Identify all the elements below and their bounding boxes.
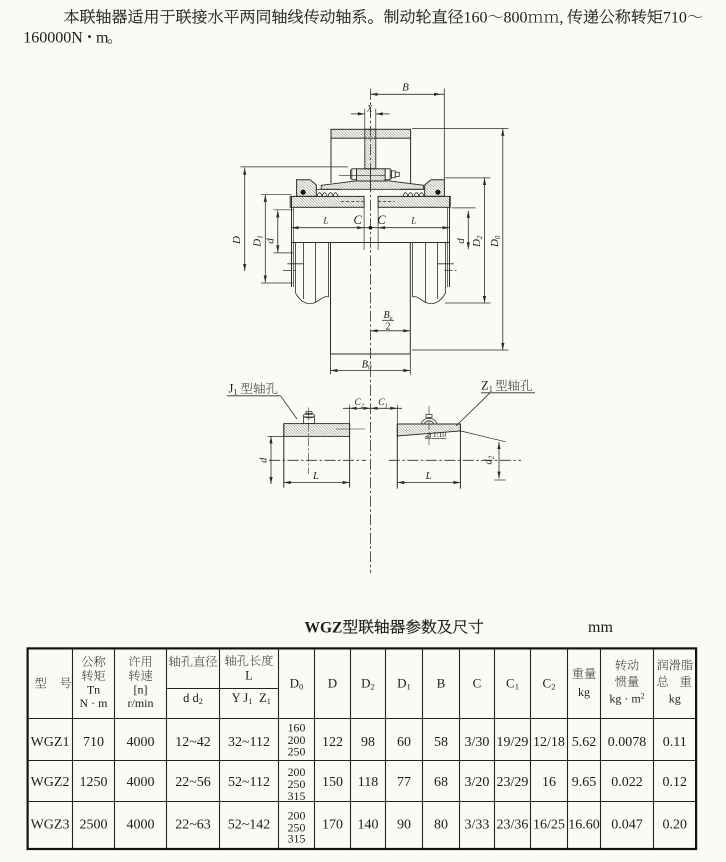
svg-text:d: d bbox=[258, 457, 269, 463]
svg-text:WGZ1: WGZ1 bbox=[31, 735, 70, 750]
svg-text:22~63: 22~63 bbox=[175, 818, 211, 833]
svg-text:16.60: 16.60 bbox=[568, 818, 600, 833]
svg-text:L: L bbox=[425, 471, 432, 482]
svg-text:23/36: 23/36 bbox=[497, 818, 529, 833]
svg-text:C: C bbox=[377, 213, 386, 227]
svg-text:WGZ: WGZ bbox=[305, 620, 343, 637]
svg-text:kg · m2: kg · m2 bbox=[609, 691, 644, 705]
svg-text:4000: 4000 bbox=[127, 735, 155, 750]
svg-text:2500: 2500 bbox=[80, 818, 108, 833]
svg-text:315: 315 bbox=[288, 832, 306, 846]
svg-text:77: 77 bbox=[397, 775, 411, 790]
svg-text:D: D bbox=[231, 236, 243, 245]
svg-text:d d2: d d2 bbox=[183, 691, 203, 706]
svg-text:710: 710 bbox=[663, 10, 687, 27]
svg-text:160: 160 bbox=[288, 721, 306, 735]
svg-text:d: d bbox=[264, 238, 276, 244]
svg-text:250: 250 bbox=[288, 821, 306, 835]
svg-text:12/18: 12/18 bbox=[533, 735, 565, 750]
svg-text:170: 170 bbox=[322, 818, 343, 833]
svg-text:80: 80 bbox=[434, 818, 448, 833]
svg-text:mm: mm bbox=[588, 619, 613, 636]
svg-text:32~112: 32~112 bbox=[228, 735, 270, 750]
svg-text:58: 58 bbox=[434, 735, 448, 750]
svg-text:B: B bbox=[402, 82, 409, 94]
svg-text:118: 118 bbox=[358, 775, 378, 790]
svg-text:52~112: 52~112 bbox=[228, 775, 270, 790]
svg-text:X: X bbox=[366, 104, 373, 114]
svg-text:4000: 4000 bbox=[127, 818, 155, 833]
svg-text:160: 160 bbox=[464, 10, 488, 27]
svg-text:52~142: 52~142 bbox=[228, 818, 271, 833]
svg-text:19/29: 19/29 bbox=[497, 735, 529, 750]
svg-text:L: L bbox=[410, 216, 416, 226]
svg-text:Tn: Tn bbox=[87, 683, 100, 697]
svg-text:WGZ3: WGZ3 bbox=[31, 818, 70, 833]
svg-text:0.047: 0.047 bbox=[611, 818, 643, 833]
svg-text:800: 800 bbox=[503, 10, 527, 27]
svg-text:L: L bbox=[312, 471, 319, 482]
svg-text:C2: C2 bbox=[354, 398, 364, 409]
svg-text:C: C bbox=[473, 676, 482, 691]
svg-text:200: 200 bbox=[288, 765, 306, 779]
svg-text:0.20: 0.20 bbox=[663, 818, 688, 833]
svg-text:WGZ2: WGZ2 bbox=[31, 775, 70, 790]
svg-text:3/33: 3/33 bbox=[465, 818, 490, 833]
svg-text:J1: J1 bbox=[229, 382, 238, 397]
svg-text:N · m: N · m bbox=[80, 696, 109, 710]
svg-text:2: 2 bbox=[386, 322, 391, 333]
svg-text:d: d bbox=[455, 238, 467, 244]
svg-text:L: L bbox=[245, 669, 253, 683]
svg-text:0.0078: 0.0078 bbox=[608, 735, 647, 750]
svg-text:5.62: 5.62 bbox=[572, 735, 597, 750]
svg-text:3/30: 3/30 bbox=[465, 735, 490, 750]
svg-text:122: 122 bbox=[322, 735, 343, 750]
svg-text:[n]: [n] bbox=[134, 683, 148, 697]
svg-text:12~42: 12~42 bbox=[175, 735, 211, 750]
svg-text:60: 60 bbox=[397, 735, 411, 750]
svg-text:16: 16 bbox=[542, 775, 556, 790]
svg-text:C1: C1 bbox=[378, 398, 388, 409]
svg-text:9.65: 9.65 bbox=[572, 775, 597, 790]
svg-text:98: 98 bbox=[361, 735, 375, 750]
svg-text:1:10: 1:10 bbox=[433, 430, 447, 439]
svg-text:Z1: Z1 bbox=[259, 691, 271, 706]
svg-text:kg: kg bbox=[669, 691, 681, 705]
svg-text:D: D bbox=[328, 676, 337, 691]
svg-text:Z1: Z1 bbox=[481, 379, 493, 394]
svg-text:150: 150 bbox=[322, 775, 343, 790]
svg-text:23/29: 23/29 bbox=[497, 775, 529, 790]
svg-text:C: C bbox=[354, 213, 363, 227]
svg-text:L: L bbox=[322, 216, 328, 226]
svg-text:r/min: r/min bbox=[128, 696, 154, 710]
svg-text:315: 315 bbox=[288, 789, 306, 803]
svg-text:·: · bbox=[87, 27, 93, 47]
svg-text:90: 90 bbox=[397, 818, 411, 833]
svg-text:,: , bbox=[559, 10, 563, 27]
svg-text:0.022: 0.022 bbox=[611, 775, 643, 790]
svg-text:250: 250 bbox=[288, 777, 306, 791]
svg-text:3/20: 3/20 bbox=[465, 775, 490, 790]
svg-text:200: 200 bbox=[288, 733, 306, 747]
svg-text:Y J1: Y J1 bbox=[232, 691, 253, 706]
svg-text:B: B bbox=[437, 676, 446, 691]
svg-text:0.12: 0.12 bbox=[663, 775, 688, 790]
svg-text:kg: kg bbox=[578, 685, 590, 699]
svg-text:d2: d2 bbox=[484, 455, 496, 464]
svg-text:16/25: 16/25 bbox=[533, 818, 565, 833]
svg-text:4000: 4000 bbox=[127, 775, 155, 790]
svg-text:B0: B0 bbox=[362, 360, 372, 372]
svg-text:22~56: 22~56 bbox=[175, 775, 211, 790]
svg-text:1250: 1250 bbox=[80, 775, 108, 790]
svg-text:200: 200 bbox=[288, 809, 306, 823]
svg-text:160000N: 160000N bbox=[23, 30, 83, 47]
svg-text:m: m bbox=[96, 30, 109, 47]
svg-text:0.11: 0.11 bbox=[663, 735, 687, 750]
svg-text:Be: Be bbox=[383, 310, 392, 322]
svg-text:250: 250 bbox=[288, 745, 306, 759]
svg-text:710: 710 bbox=[83, 735, 104, 750]
svg-text:68: 68 bbox=[434, 775, 448, 790]
svg-text:140: 140 bbox=[358, 818, 379, 833]
